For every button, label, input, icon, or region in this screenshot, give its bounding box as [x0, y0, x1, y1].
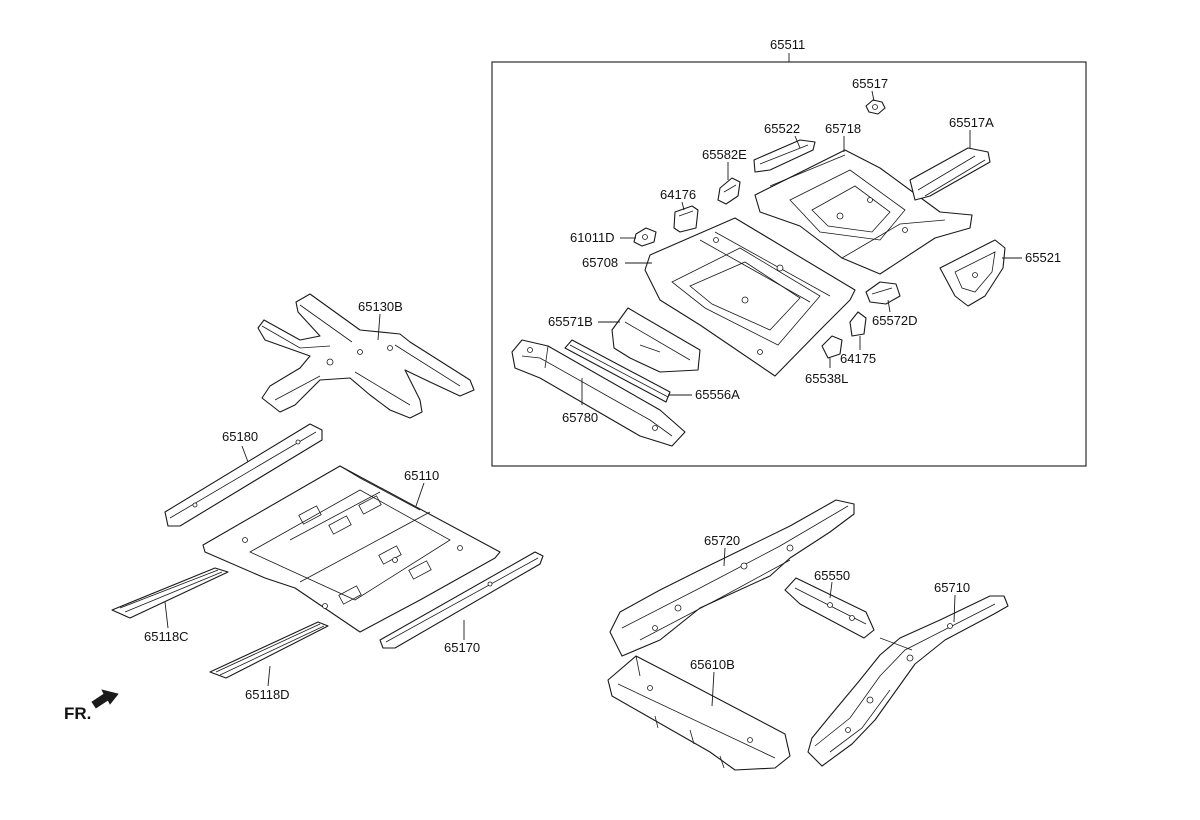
label-65708[interactable]: 65708 — [582, 255, 618, 270]
part-65118C[interactable] — [111, 567, 229, 619]
part-65780[interactable] — [511, 339, 686, 447]
label-65610B[interactable]: 65610B — [690, 657, 735, 672]
label-65720[interactable]: 65720 — [704, 533, 740, 548]
label-61011D[interactable]: 61011D — [570, 230, 615, 245]
part-65517[interactable] — [865, 99, 886, 115]
part-65718[interactable] — [754, 149, 973, 275]
label-64175[interactable]: 64175 — [840, 351, 876, 366]
part-65521[interactable] — [939, 239, 1006, 307]
part-65708[interactable] — [644, 217, 856, 377]
label-65522[interactable]: 65522 — [764, 121, 800, 136]
label-65521[interactable]: 65521 — [1025, 250, 1061, 265]
label-65582E[interactable]: 65582E — [702, 147, 747, 162]
part-65550[interactable] — [784, 577, 875, 639]
arrow-icon — [91, 689, 119, 709]
label-65556A[interactable]: 65556A — [695, 387, 740, 402]
front-direction-label: FR. — [64, 704, 91, 723]
label-65511[interactable]: 65511 — [770, 37, 805, 52]
label-65571B[interactable]: 65571B — [548, 314, 593, 329]
label-65118D[interactable]: 65118D — [245, 687, 290, 702]
part-65110[interactable] — [202, 465, 501, 633]
label-65538L[interactable]: 65538L — [805, 371, 848, 386]
label-65517[interactable]: 65517 — [852, 76, 888, 91]
part-65710[interactable] — [807, 595, 1009, 767]
part-65522[interactable] — [753, 139, 816, 173]
label-65517A[interactable]: 65517A — [949, 115, 994, 130]
part-65571B[interactable] — [611, 307, 701, 373]
part-65610B[interactable] — [607, 655, 791, 771]
label-65180[interactable]: 65180 — [222, 429, 258, 444]
front-direction-marker: FR. — [64, 689, 119, 723]
part-65556A[interactable] — [564, 339, 671, 403]
part-65118D[interactable] — [209, 621, 329, 679]
part-65180[interactable] — [164, 423, 323, 527]
label-65550[interactable]: 65550 — [814, 568, 850, 583]
part-65517A[interactable] — [909, 147, 991, 201]
part-65720[interactable] — [609, 499, 855, 657]
label-65718[interactable]: 65718 — [825, 121, 861, 136]
label-65170[interactable]: 65170 — [444, 640, 480, 655]
label-65710[interactable]: 65710 — [934, 580, 970, 595]
part-64176[interactable] — [673, 205, 699, 233]
part-64175[interactable] — [849, 311, 867, 337]
part-65170[interactable] — [379, 551, 544, 649]
label-65130B[interactable]: 65130B — [358, 299, 403, 314]
part-65572D[interactable] — [865, 281, 901, 305]
label-65118C[interactable]: 65118C — [144, 629, 189, 644]
part-65130B[interactable] — [257, 293, 475, 419]
label-65572D[interactable]: 65572D — [872, 313, 918, 328]
part-65582E[interactable] — [717, 177, 741, 205]
part-65538L[interactable] — [821, 335, 843, 359]
label-64176[interactable]: 64176 — [660, 187, 696, 202]
label-65780[interactable]: 65780 — [562, 410, 598, 425]
label-65110[interactable]: 65110 — [404, 468, 439, 483]
part-61011D[interactable] — [633, 227, 657, 247]
